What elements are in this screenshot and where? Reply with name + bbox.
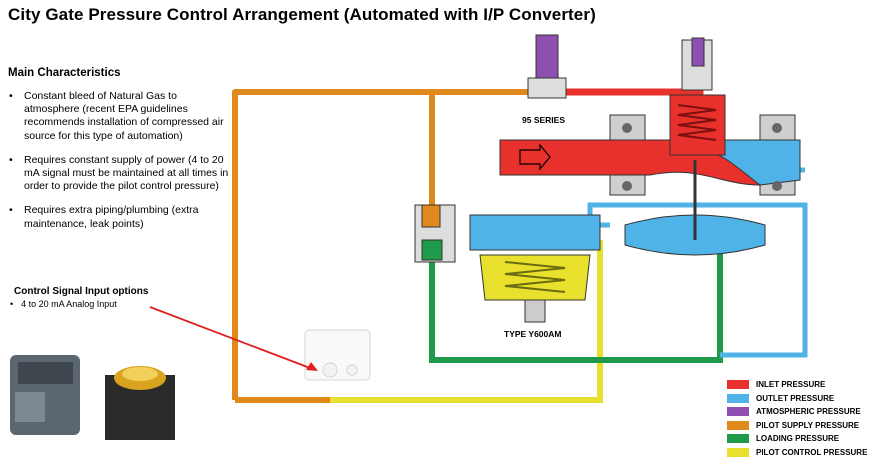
legend-swatch — [727, 380, 749, 390]
converter-photo-1 — [10, 355, 80, 435]
control-signal-item: 4 to 20 mA Analog Input — [10, 299, 117, 309]
pilot-control-line — [330, 240, 603, 403]
characteristic-item: Constant bleed of Natural Gas to atmosph… — [6, 90, 231, 143]
legend-item: INLET PRESSURE — [727, 378, 867, 392]
legend-swatch — [727, 393, 749, 403]
main-valve-body — [499, 114, 801, 196]
legend-label: INLET PRESSURE — [756, 380, 826, 390]
control-signal-heading: Control Signal Input options — [14, 286, 149, 297]
legend-swatch — [727, 434, 749, 444]
pressure-legend: INLET PRESSURE OUTLET PRESSURE ATMOSPHER… — [727, 378, 867, 459]
series-label: 95 SERIES — [522, 115, 565, 125]
y600am-regulator — [414, 204, 601, 323]
legend-label: ATMOSPHERIC PRESSURE — [756, 407, 861, 417]
characteristics-list: Constant bleed of Natural Gas to atmosph… — [6, 90, 231, 242]
legend-swatch — [727, 420, 749, 430]
legend-label: PILOT CONTROL PRESSURE — [756, 447, 868, 457]
pilot-95-series — [527, 34, 567, 99]
legend-swatch — [727, 407, 749, 417]
legend-label: OUTLET PRESSURE — [756, 393, 835, 403]
legend-swatch — [727, 447, 749, 457]
characteristic-item: Requires constant supply of power (4 to … — [6, 154, 231, 194]
converter-photo-2 — [105, 366, 175, 440]
pointer-arrow — [149, 306, 311, 369]
legend-label: PILOT SUPPLY PRESSURE — [756, 420, 860, 430]
main-valve-actuator — [624, 37, 766, 256]
legend-item: PILOT CONTROL PRESSURE — [727, 446, 867, 460]
legend-item: OUTLET PRESSURE — [727, 392, 867, 406]
ip-converter — [304, 329, 371, 381]
pilot-supply-line — [232, 89, 600, 403]
characteristic-item: Requires extra piping/plumbing (extra ma… — [6, 204, 231, 230]
main-characteristics-heading: Main Characteristics — [8, 67, 121, 79]
outlet-sensing-line — [587, 167, 808, 358]
pointer-arrowhead — [306, 362, 318, 371]
type-label: TYPE Y600AM — [504, 329, 561, 339]
legend-item: ATMOSPHERIC PRESSURE — [727, 405, 867, 419]
legend-item: LOADING PRESSURE — [727, 432, 867, 446]
legend-item: PILOT SUPPLY PRESSURE — [727, 419, 867, 433]
legend-label: LOADING PRESSURE — [756, 434, 840, 444]
page-title: City Gate Pressure Control Arrangement (… — [8, 5, 596, 24]
